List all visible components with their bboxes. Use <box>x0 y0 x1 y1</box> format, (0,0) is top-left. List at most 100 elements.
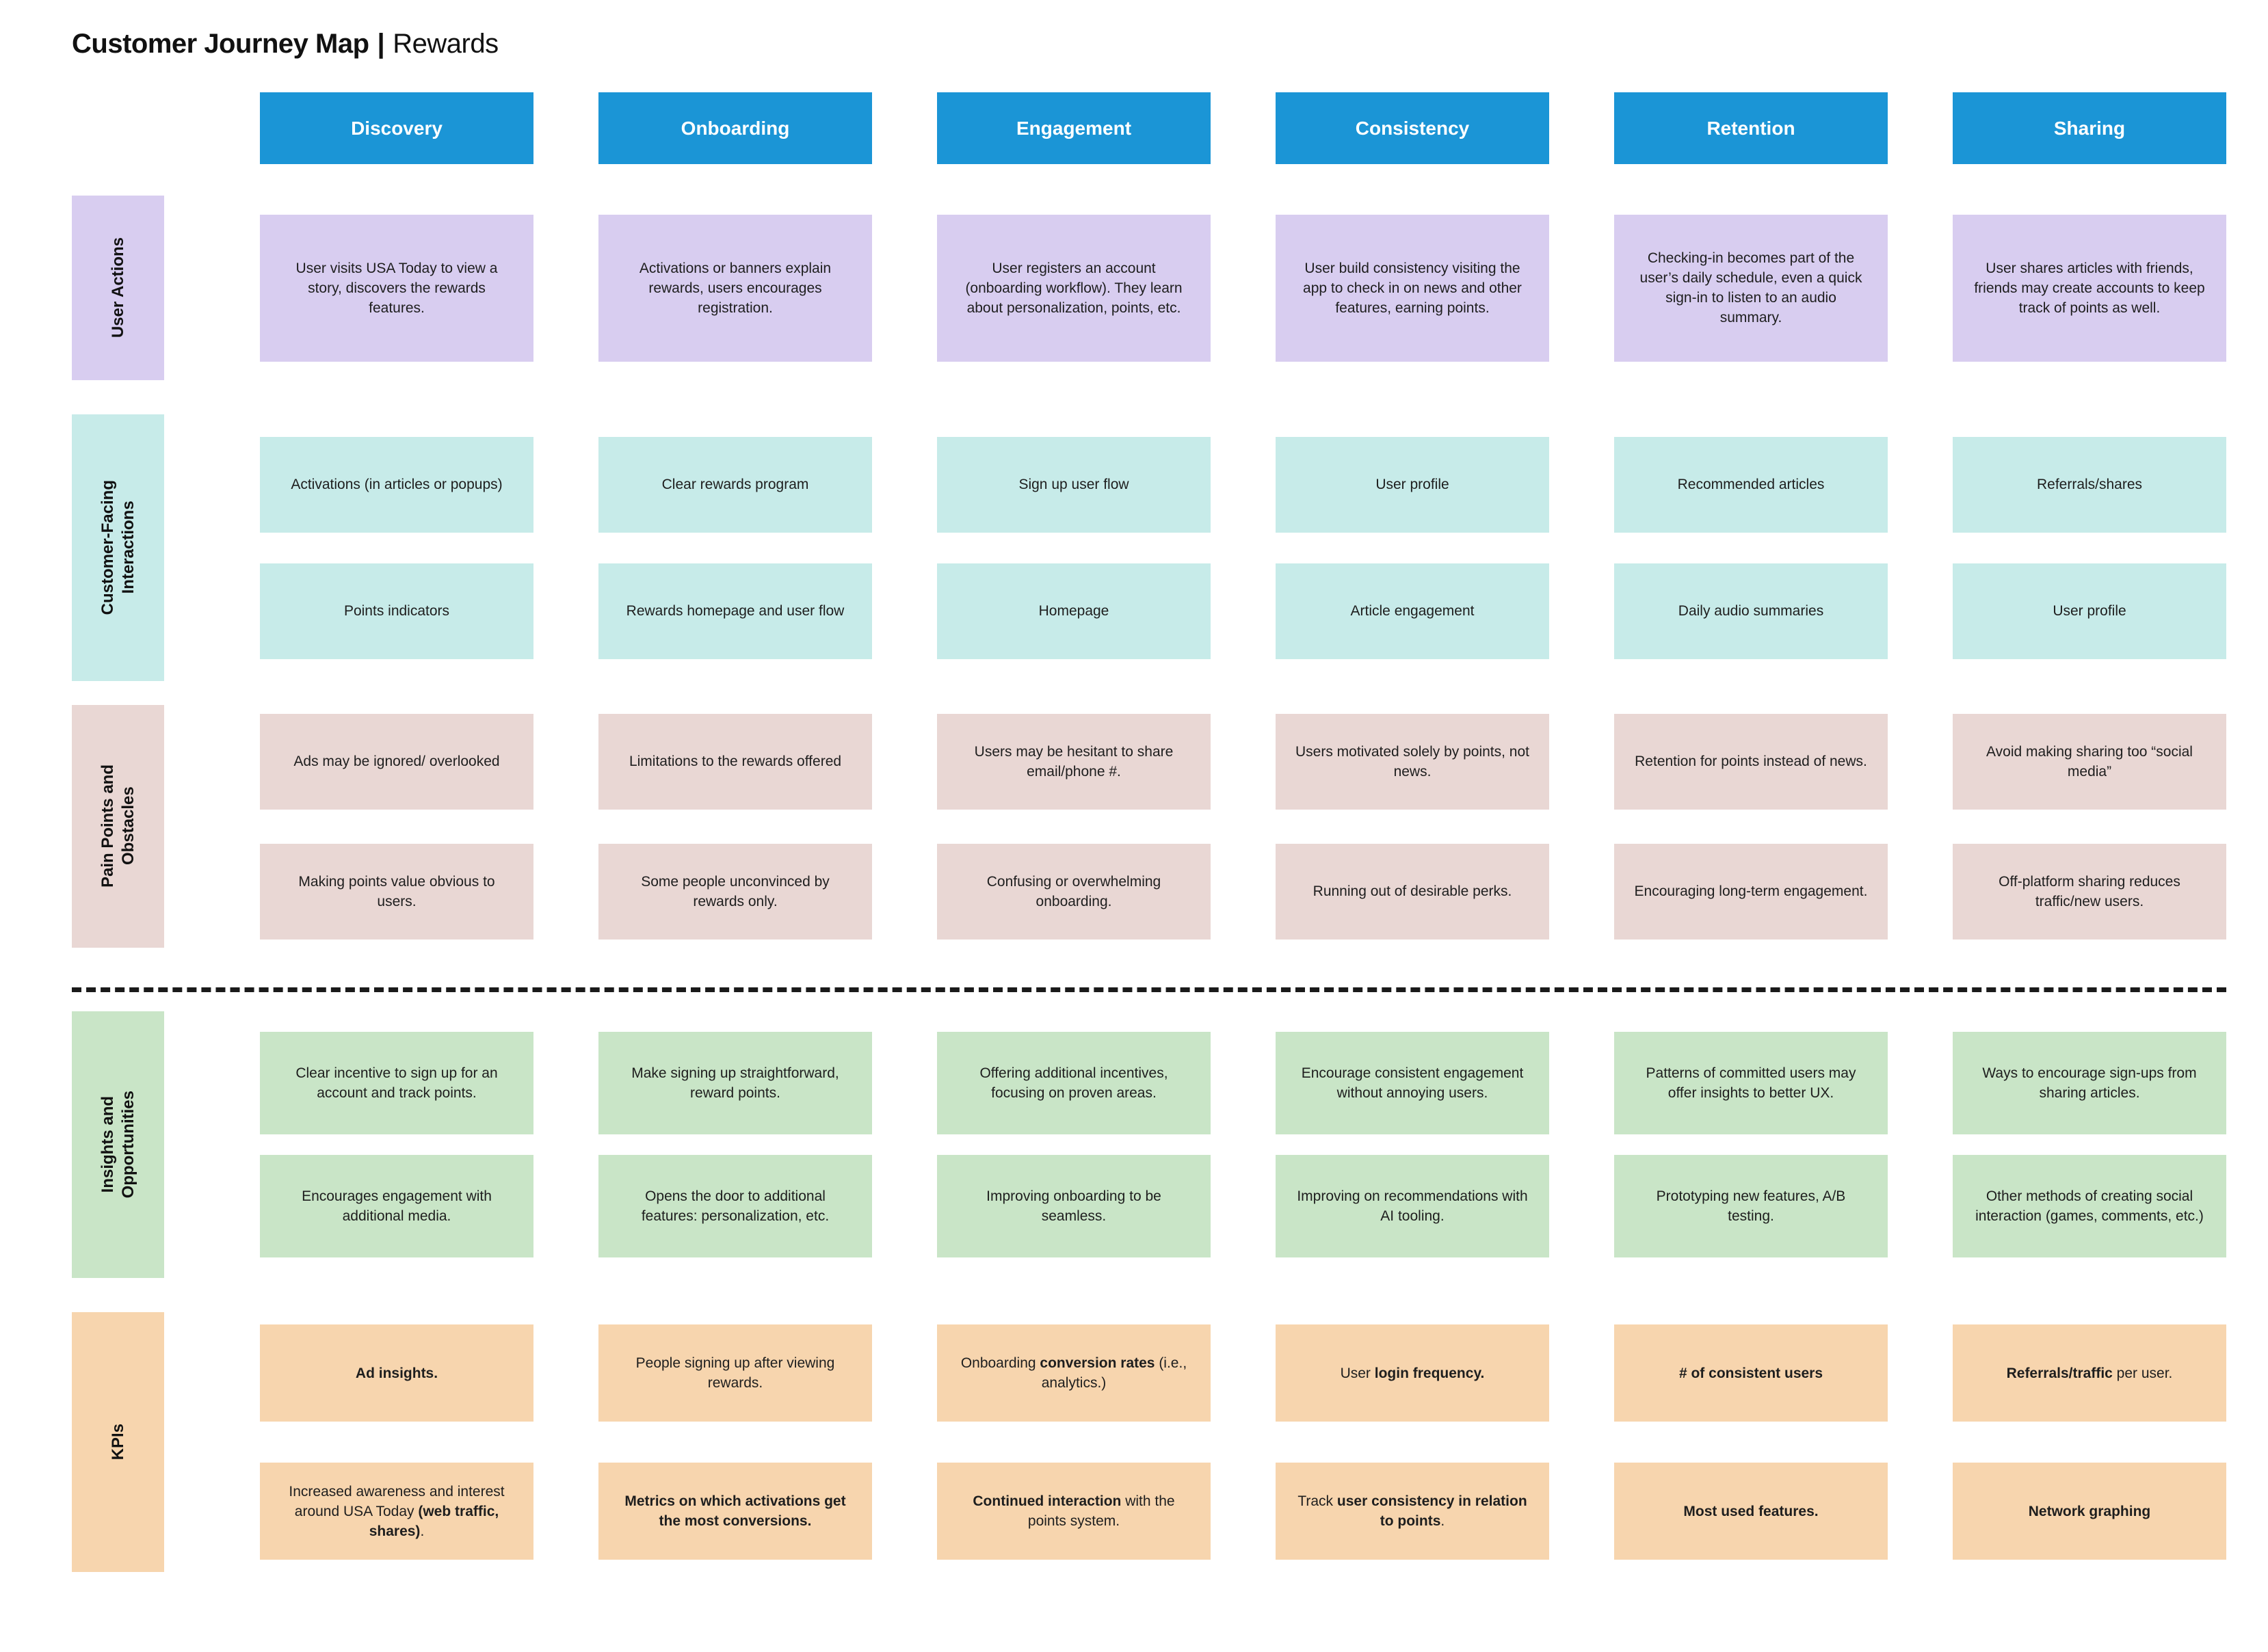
cell-insights-discovery-2: Encourages engagement with additional me… <box>260 1155 533 1257</box>
stage-header-consistency: Consistency <box>1276 92 1549 164</box>
cell-user-actions-engagement: User registers an account (onboarding wo… <box>937 214 1211 362</box>
cell-insights-engagement-2: Improving onboarding to be seamless. <box>937 1155 1211 1257</box>
column-stack: User profile Article engagement <box>1276 414 1549 681</box>
stage-header-retention: Retention <box>1614 92 1888 164</box>
cell-insights-consistency-1: Encourage consistent engagement without … <box>1276 1032 1549 1134</box>
cell-kpis-onboarding-2: Metrics on which activations get the mos… <box>598 1463 872 1560</box>
cell-insights-discovery-1: Clear incentive to sign up for an accoun… <box>260 1032 533 1134</box>
row-label-insights: Insights and Opportunities <box>72 1011 164 1278</box>
column-stack: Users motivated solely by points, not ne… <box>1276 705 1549 948</box>
title-main: Customer Journey Map <box>72 29 369 59</box>
cell-customer-facing-onboarding-2: Rewards homepage and user flow <box>598 563 872 659</box>
column-stack: Referrals/shares User profile <box>1953 414 2226 681</box>
column-stack: Encourage consistent engagement without … <box>1276 1011 1549 1278</box>
cell-customer-facing-discovery-1: Activations (in articles or popups) <box>260 436 533 533</box>
stage-header-engagement: Engagement <box>937 92 1211 164</box>
cell-pain-points-sharing-1: Avoid making sharing too “social media” <box>1953 713 2226 810</box>
column-stack: Ads may be ignored/ overlooked Making po… <box>260 705 533 948</box>
column-stack: Recommended articles Daily audio summari… <box>1614 414 1888 681</box>
cell-customer-facing-onboarding-1: Clear rewards program <box>598 436 872 533</box>
cell-kpis-retention-1: # of consistent users <box>1614 1324 1888 1422</box>
cell-kpis-consistency-2: Track user consistency in relation to po… <box>1276 1463 1549 1560</box>
cell-customer-facing-engagement-2: Homepage <box>937 563 1211 659</box>
stage-header-sharing: Sharing <box>1953 92 2226 164</box>
customer-facing-row: Customer-Facing Interactions Activations… <box>72 414 2268 681</box>
cell-customer-facing-consistency-1: User profile <box>1276 436 1549 533</box>
user-actions-row: User Actions User visits USA Today to vi… <box>72 196 2268 380</box>
row-label-pain-points: Pain Points and Obstacles <box>72 705 164 948</box>
row-label-kpis: KPIs <box>72 1312 164 1572</box>
cell-customer-facing-sharing-1: Referrals/shares <box>1953 436 2226 533</box>
cell-kpis-onboarding-1: People signing up after viewing rewards. <box>598 1324 872 1422</box>
cell-customer-facing-consistency-2: Article engagement <box>1276 563 1549 659</box>
column-stack: Offering additional incentives, focusing… <box>937 1011 1211 1278</box>
cell-insights-retention-1: Patterns of committed users may offer in… <box>1614 1032 1888 1134</box>
cell-customer-facing-retention-1: Recommended articles <box>1614 436 1888 533</box>
column-stack: Make signing up straightforward, reward … <box>598 1011 872 1278</box>
cell-pain-points-discovery-2: Making points value obvious to users. <box>260 843 533 940</box>
column-stack: User shares articles with friends, frien… <box>1953 196 2226 380</box>
stage-header-row: Discovery Onboarding Engagement Consiste… <box>72 92 2268 164</box>
column-stack: User visits USA Today to view a story, d… <box>260 196 533 380</box>
column-stack: Referrals/traffic per user. Network grap… <box>1953 1312 2226 1572</box>
cell-pain-points-onboarding-1: Limitations to the rewards offered <box>598 713 872 810</box>
column-stack: Sign up user flow Homepage <box>937 414 1211 681</box>
column-stack: Clear incentive to sign up for an accoun… <box>260 1011 533 1278</box>
cell-insights-onboarding-2: Opens the door to additional features: p… <box>598 1155 872 1257</box>
insights-row: Insights and Opportunities Clear incenti… <box>72 1011 2268 1278</box>
cell-insights-sharing-2: Other methods of creating social interac… <box>1953 1155 2226 1257</box>
cell-pain-points-consistency-1: Users motivated solely by points, not ne… <box>1276 713 1549 810</box>
cell-kpis-engagement-1: Onboarding conversion rates (i.e., analy… <box>937 1324 1211 1422</box>
column-stack: Onboarding conversion rates (i.e., analy… <box>937 1312 1211 1572</box>
cell-insights-engagement-1: Offering additional incentives, focusing… <box>937 1032 1211 1134</box>
title-separator: | <box>377 29 385 59</box>
column-stack: Activations (in articles or popups) Poin… <box>260 414 533 681</box>
cell-kpis-discovery-1: Ad insights. <box>260 1324 533 1422</box>
cell-pain-points-onboarding-2: Some people unconvinced by rewards only. <box>598 843 872 940</box>
cell-kpis-retention-2: Most used features. <box>1614 1463 1888 1560</box>
cell-user-actions-sharing: User shares articles with friends, frien… <box>1953 214 2226 362</box>
cell-pain-points-consistency-2: Running out of desirable perks. <box>1276 843 1549 940</box>
page-title: Customer Journey Map | Rewards <box>72 29 2268 59</box>
column-stack: User registers an account (onboarding wo… <box>937 196 1211 380</box>
cell-insights-retention-2: Prototyping new features, A/B testing. <box>1614 1155 1888 1257</box>
cell-user-actions-consistency: User build consistency visiting the app … <box>1276 214 1549 362</box>
title-subtitle: Rewards <box>393 29 499 59</box>
cell-kpis-engagement-2: Continued interaction with the points sy… <box>937 1463 1211 1560</box>
column-stack: Retention for points instead of news. En… <box>1614 705 1888 948</box>
stage-header-onboarding: Onboarding <box>598 92 872 164</box>
column-stack: User build consistency visiting the app … <box>1276 196 1549 380</box>
cell-customer-facing-sharing-2: User profile <box>1953 563 2226 659</box>
column-stack: User login frequency. Track user consist… <box>1276 1312 1549 1572</box>
cell-pain-points-sharing-2: Off-platform sharing reduces traffic/new… <box>1953 843 2226 940</box>
cell-pain-points-retention-1: Retention for points instead of news. <box>1614 713 1888 810</box>
column-stack: Clear rewards program Rewards homepage a… <box>598 414 872 681</box>
cell-insights-onboarding-1: Make signing up straightforward, reward … <box>598 1032 872 1134</box>
cell-user-actions-retention: Checking-in becomes part of the user’s d… <box>1614 214 1888 362</box>
cell-pain-points-discovery-1: Ads may be ignored/ overlooked <box>260 713 533 810</box>
row-label-user-actions: User Actions <box>72 196 164 380</box>
cell-insights-consistency-2: Improving on recommendations with AI too… <box>1276 1155 1549 1257</box>
cell-kpis-sharing-1: Referrals/traffic per user. <box>1953 1324 2226 1422</box>
column-stack: Avoid making sharing too “social media” … <box>1953 705 2226 948</box>
cell-kpis-consistency-1: User login frequency. <box>1276 1324 1549 1422</box>
section-divider-dashed <box>72 987 2226 992</box>
stage-header-discovery: Discovery <box>260 92 533 164</box>
cell-insights-sharing-1: Ways to encourage sign-ups from sharing … <box>1953 1032 2226 1134</box>
cell-customer-facing-retention-2: Daily audio summaries <box>1614 563 1888 659</box>
cell-user-actions-onboarding: Activations or banners explain rewards, … <box>598 214 872 362</box>
column-stack: Limitations to the rewards offered Some … <box>598 705 872 948</box>
column-stack: # of consistent users Most used features… <box>1614 1312 1888 1572</box>
cell-kpis-discovery-2: Increased awareness and interest around … <box>260 1463 533 1560</box>
column-stack: Patterns of committed users may offer in… <box>1614 1011 1888 1278</box>
column-stack: Users may be hesitant to share email/pho… <box>937 705 1211 948</box>
pain-points-row: Pain Points and Obstacles Ads may be ign… <box>72 705 2268 948</box>
cell-pain-points-engagement-2: Confusing or overwhelming onboarding. <box>937 843 1211 940</box>
column-stack: Ways to encourage sign-ups from sharing … <box>1953 1011 2226 1278</box>
column-stack: People signing up after viewing rewards.… <box>598 1312 872 1572</box>
column-stack: Ad insights. Increased awareness and int… <box>260 1312 533 1572</box>
row-label-customer-facing: Customer-Facing Interactions <box>72 414 164 681</box>
cell-customer-facing-discovery-2: Points indicators <box>260 563 533 659</box>
kpis-row: KPIs Ad insights. Increased awareness an… <box>72 1312 2268 1572</box>
